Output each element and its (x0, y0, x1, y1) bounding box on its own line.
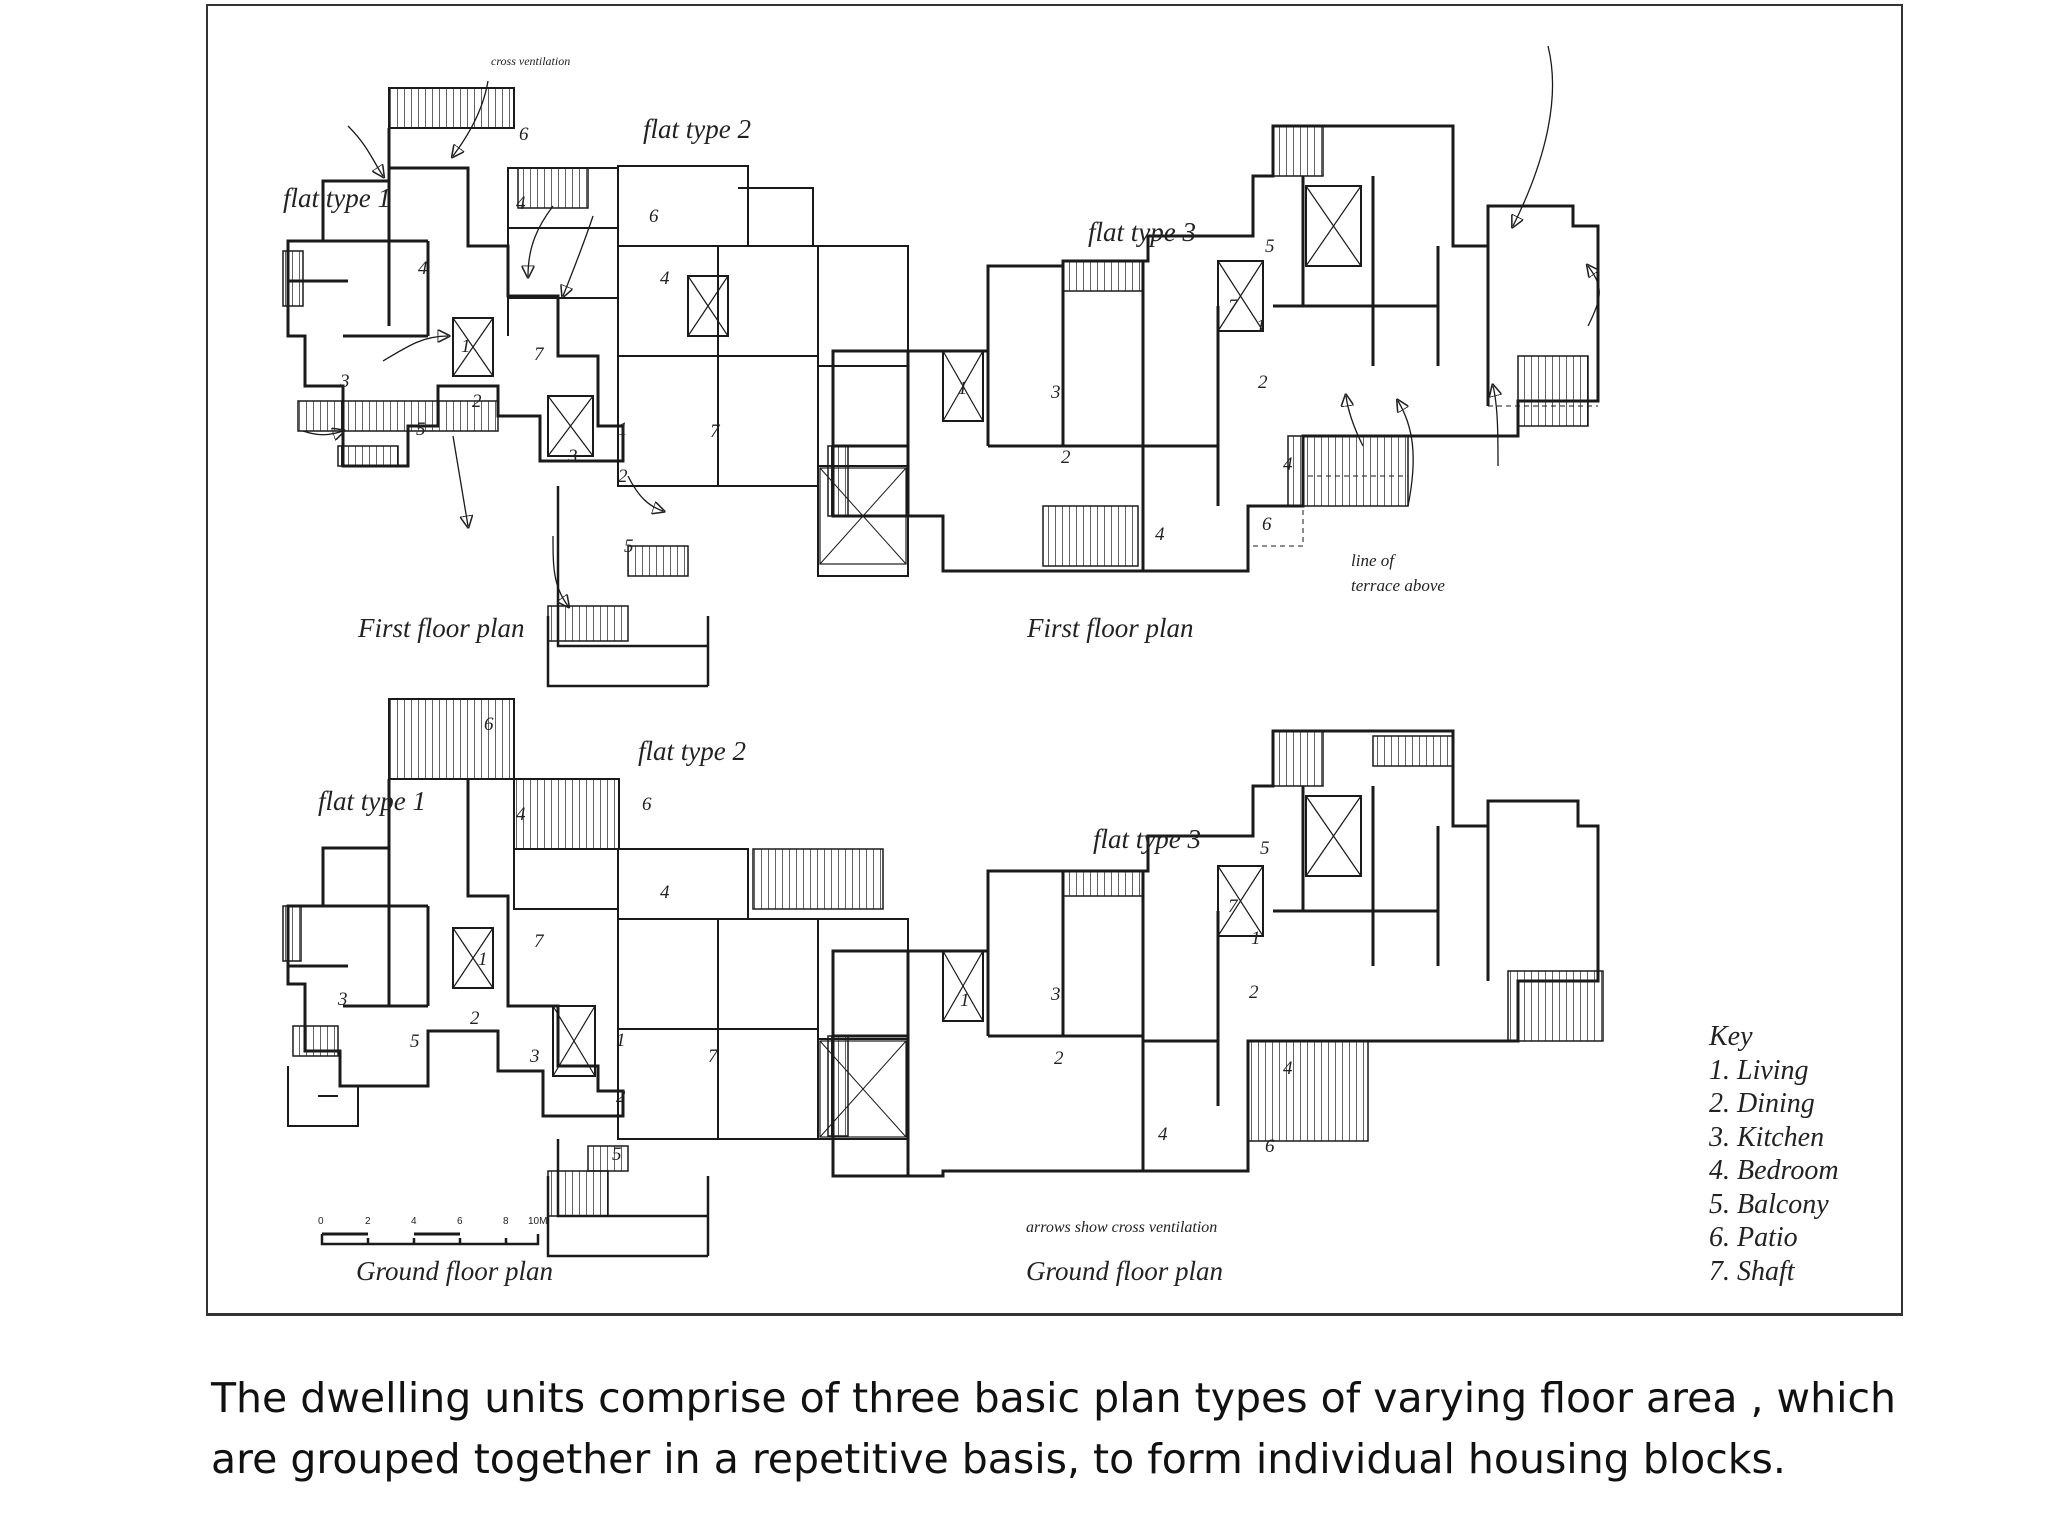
room-number: 1 (478, 949, 488, 970)
room-number: 4 (660, 882, 670, 903)
ground-floor-plan-title-right: Ground floor plan (1026, 1256, 1224, 1286)
scale-tick-6: 6 (457, 1216, 463, 1227)
ground-floor-plan-title-left: Ground floor plan (356, 1256, 554, 1286)
room-number: 3 (568, 446, 578, 467)
flat-type-1-label-top: flat type 1 (283, 183, 391, 213)
first-floor-plan-title-left: First floor plan (358, 613, 525, 643)
plan-drawing-panel: cross ventilation flat type 1 flat type … (206, 4, 1903, 1316)
plan-key: Key 1. Living 2. Dining 3. Kitchen 4. Be… (1709, 1020, 1839, 1288)
key-item: 2. Dining (1709, 1088, 1815, 1119)
scale-tick-8: 8 (503, 1216, 509, 1227)
plan-bottom-right (827, 729, 1604, 1178)
room-number: 2 (618, 466, 628, 487)
first-floor-plan-title-right: First floor plan (1027, 613, 1194, 643)
terrace-line-label: line of (1351, 551, 1394, 570)
room-number: 7 (534, 344, 544, 365)
scale-bar (320, 1232, 540, 1246)
room-number: 1 (1256, 316, 1266, 337)
room-number: 2 (1258, 372, 1268, 393)
room-number: 2 (1249, 982, 1259, 1003)
key-title: Key (1709, 1021, 1753, 1052)
room-number: 2 (1061, 447, 1071, 468)
room-number: 6 (642, 794, 652, 815)
room-number: 1 (618, 419, 628, 440)
room-number: 4 (1283, 1058, 1293, 1079)
cross-ventilation-label: cross ventilation (491, 54, 571, 68)
room-number: 1 (616, 1030, 626, 1051)
plan-top-left (282, 80, 909, 688)
scale-tick-4: 4 (411, 1216, 417, 1227)
arrows-note: arrows show cross ventilation (1026, 1219, 1218, 1236)
key-item: 3. Kitchen (1709, 1121, 1825, 1153)
room-number: 1 (461, 336, 471, 357)
room-number: 5 (624, 536, 634, 557)
room-number: 6 (1262, 514, 1272, 535)
scale-tick-2: 2 (365, 1216, 371, 1227)
key-item: 7. Shaft (1709, 1255, 1795, 1287)
plan-bottom-left (282, 698, 909, 1258)
room-number: 4 (1158, 1124, 1168, 1145)
key-item: 1. Living (1709, 1054, 1809, 1086)
room-number: 2 (470, 1008, 480, 1029)
room-number: 4 (418, 258, 428, 279)
room-number: 7 (1228, 296, 1238, 317)
room-number: 3 (530, 1046, 540, 1067)
room-number: 4 (516, 804, 526, 825)
flat-type-3-label-top: flat type 3 (1088, 217, 1196, 247)
room-number: 2 (1054, 1048, 1064, 1069)
room-number: 5 (416, 419, 426, 440)
plan-top-right (827, 45, 1600, 573)
key-item: 4. Bedroom (1709, 1155, 1839, 1186)
flat-type-2-label-bottom: flat type 2 (638, 736, 746, 766)
room-number: 7 (708, 1046, 718, 1067)
room-number: 6 (649, 206, 659, 227)
room-number: 7 (1228, 896, 1238, 917)
room-number: 5 (612, 1144, 622, 1165)
room-number: 3 (338, 989, 348, 1010)
room-number: 4 (1283, 454, 1293, 475)
room-number: 4 (660, 268, 670, 289)
room-number: 2 (616, 1086, 626, 1107)
scale-tick-10m: 10M (528, 1216, 548, 1227)
room-number: 5 (1265, 236, 1275, 257)
room-number: 3 (1051, 382, 1061, 403)
room-number: 6 (1265, 1136, 1275, 1157)
room-number: 4 (516, 193, 526, 214)
key-item: 5. Balcony (1709, 1188, 1829, 1220)
room-number: 7 (534, 931, 544, 952)
room-number: 2 (472, 391, 482, 412)
room-number: 4 (1155, 524, 1165, 545)
room-number: 6 (484, 714, 494, 735)
terrace-above-label: terrace above (1351, 576, 1445, 595)
room-number: 6 (519, 124, 529, 145)
slide-caption: The dwelling units comprise of three bas… (211, 1374, 1896, 1483)
room-number: 7 (710, 421, 720, 442)
room-number: 5 (1260, 838, 1270, 859)
flat-type-2-label-top: flat type 2 (643, 114, 751, 144)
room-number: 1 (958, 378, 968, 399)
floor-plans-drawing (282, 45, 1604, 1258)
room-number: 5 (410, 1031, 420, 1052)
flat-type-1-label-bottom: flat type 1 (318, 786, 426, 816)
scale-tick-0: 0 (318, 1216, 324, 1227)
room-number: 3 (1051, 984, 1061, 1005)
room-number: 1 (960, 990, 970, 1011)
room-number: 1 (1251, 928, 1261, 949)
key-item: 6. Patio (1709, 1222, 1798, 1253)
flat-type-3-label-bottom: flat type 3 (1093, 824, 1201, 854)
room-number: 3 (340, 371, 350, 392)
